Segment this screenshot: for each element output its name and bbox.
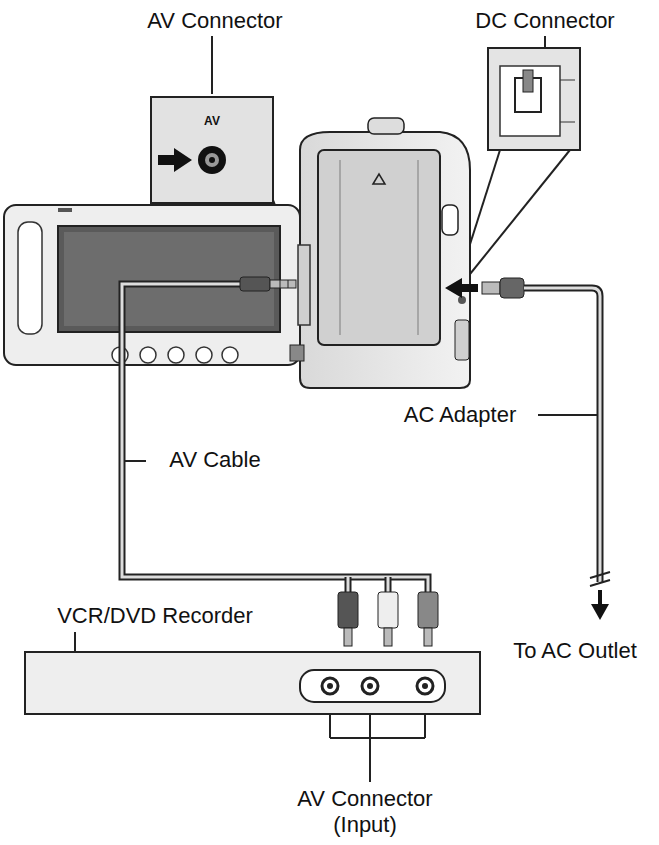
jack-label: AV: [152, 114, 272, 128]
ac-adapter: [445, 278, 610, 620]
part-label: DC Connector: [440, 8, 650, 34]
connector-inset: AV: [150, 96, 274, 204]
part-label: AV Cable: [150, 447, 280, 473]
part-label: AV Connector: [110, 8, 320, 34]
dc-connector-inset: [488, 48, 580, 150]
av-jack-symbol: [152, 98, 272, 202]
part-label: To AC Outlet: [495, 638, 655, 664]
av-cable: [122, 277, 438, 646]
part-label: AV Connector (Input): [270, 786, 460, 839]
recorder-box: [25, 652, 480, 714]
part-label: AC Adapter: [385, 402, 535, 428]
part-label: VCR/DVD Recorder: [40, 603, 270, 629]
camera-body: [290, 118, 470, 388]
